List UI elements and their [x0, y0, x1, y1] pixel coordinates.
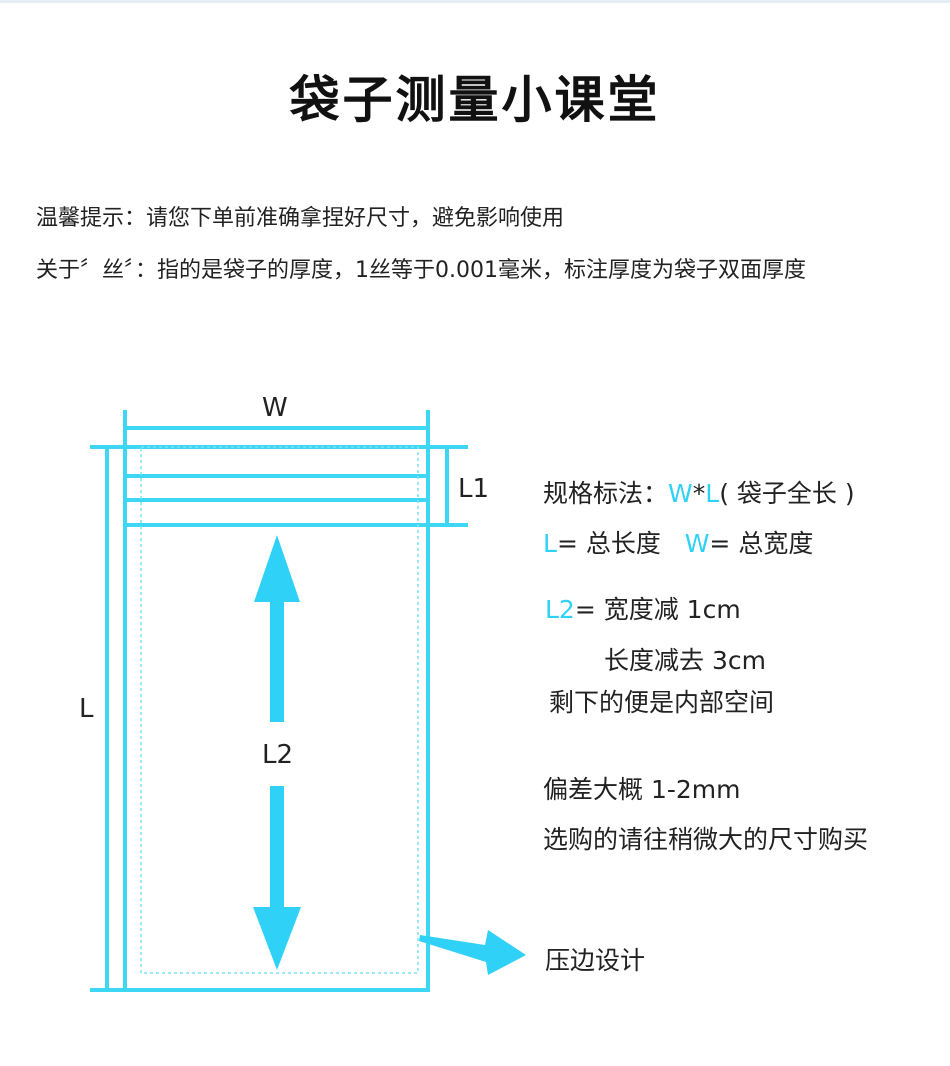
page-title: 袋子测量小课堂	[289, 71, 661, 129]
arrow-down-head	[253, 907, 301, 970]
arrow-down-shaft	[270, 786, 284, 910]
tip-thickness: 关于〞丝〞：指的是袋子的厚度，1丝等于0.001毫米，标注厚度为袋子双面厚度	[36, 258, 806, 283]
arrow-up-head	[254, 535, 300, 602]
def-l-text: = 总长度	[556, 529, 661, 558]
spec-notation: 规格标法：W*L( 袋子全长 )	[543, 474, 855, 510]
spec-l: L	[705, 479, 720, 508]
tip-reminder: 温馨提示：请您下单前准确拿捏好尺寸，避免影响使用	[36, 206, 565, 231]
spec-w: W	[668, 479, 693, 508]
l2-rule-line3: 剩下的便是内部空间	[549, 688, 775, 717]
top-divider	[0, 0, 950, 3]
label-l2: L2	[262, 740, 294, 770]
spec-suffix: ( 袋子全长 )	[719, 479, 855, 508]
l2-rule-text: = 宽度减 1cm	[574, 595, 741, 624]
def-w-text: = 总宽度	[709, 529, 814, 558]
seal-dotted-line	[140, 446, 419, 974]
label-l: L	[79, 694, 94, 724]
label-w: W	[262, 393, 288, 423]
edge-design-label: 压边设计	[545, 946, 646, 975]
arrow-up-shaft	[270, 600, 284, 722]
l2-double-arrow	[253, 535, 301, 970]
def-l: L	[543, 529, 557, 558]
l2-rule-line2: 长度减去 3cm	[604, 646, 766, 675]
edge-pointer-arrow	[419, 930, 526, 975]
spec-star: *	[692, 479, 706, 508]
definition-line: L= 总长度 W= 总宽度	[543, 524, 813, 560]
l2-rule: L2= 宽度减 1cm	[545, 590, 741, 626]
purchase-advice: 选购的请往稍微大的尺寸购买	[543, 825, 869, 854]
def-w: W	[684, 529, 710, 558]
deviation-note: 偏差大概 1-2mm	[543, 775, 741, 804]
l2-rule-label: L2	[545, 595, 575, 624]
label-l1: L1	[458, 474, 490, 504]
spec-prefix: 规格标法：	[543, 479, 669, 508]
